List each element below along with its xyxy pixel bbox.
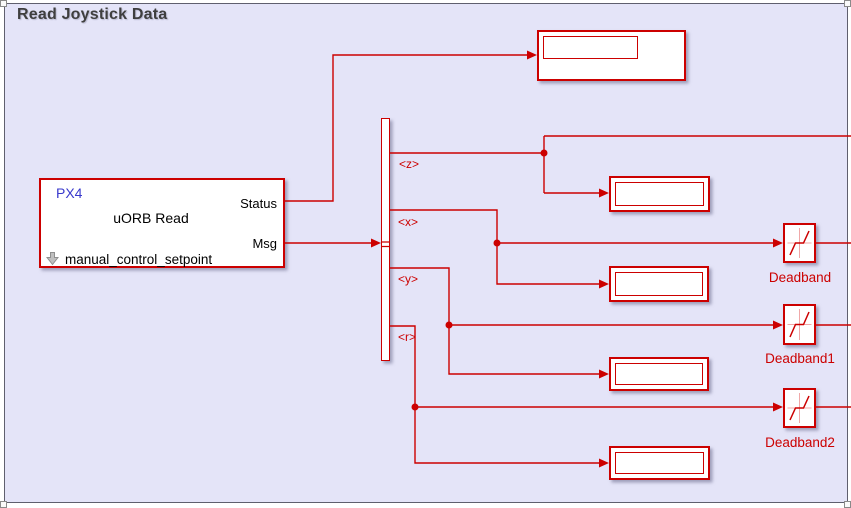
- bus-selector-block[interactable]: [381, 118, 390, 361]
- display-value: [615, 182, 704, 206]
- port-label-msg: Msg: [252, 236, 277, 251]
- resize-handle-bottom-left[interactable]: [0, 501, 7, 508]
- deadband-icon: [787, 309, 812, 340]
- display-block-z[interactable]: [609, 176, 710, 212]
- display-value: [615, 272, 703, 296]
- deadband2-label: Deadband2: [765, 435, 835, 450]
- signal-label-r: <r>: [398, 330, 417, 344]
- signal-label-y: <y>: [398, 272, 419, 286]
- deadband-icon: [787, 393, 812, 423]
- block-title: uORB Read: [113, 210, 189, 226]
- signal-label-z: <z>: [399, 157, 420, 171]
- resize-handle-top-left[interactable]: [0, 0, 7, 7]
- port-label-status: Status: [240, 196, 277, 211]
- subscribe-down-arrow-icon: [46, 252, 59, 266]
- display-block-r[interactable]: [609, 446, 710, 480]
- px4-tag: PX4: [56, 185, 83, 201]
- display-block-x[interactable]: [609, 266, 709, 302]
- deadband1-label: Deadband1: [765, 351, 835, 366]
- uorb-read-block[interactable]: PX4 uORB Read Status Msg manual_control_…: [39, 178, 285, 268]
- deadband2-block[interactable]: [783, 388, 816, 428]
- display-block-y[interactable]: [609, 357, 709, 391]
- resize-handle-top-right[interactable]: [844, 0, 851, 7]
- area-title[interactable]: Read Joystick Data: [17, 6, 168, 23]
- display-value: [543, 36, 638, 59]
- display-value: [615, 363, 703, 385]
- deadband-block[interactable]: [783, 223, 816, 263]
- display-value: [615, 452, 704, 474]
- signal-label-x: <x>: [398, 215, 419, 229]
- resize-handle-bottom-right[interactable]: [844, 501, 851, 508]
- deadband-label: Deadband: [768, 270, 832, 285]
- topic-name: manual_control_setpoint: [65, 251, 213, 267]
- display-block-status[interactable]: [537, 30, 686, 81]
- deadband-icon: [787, 228, 812, 258]
- deadband1-block[interactable]: [783, 304, 816, 345]
